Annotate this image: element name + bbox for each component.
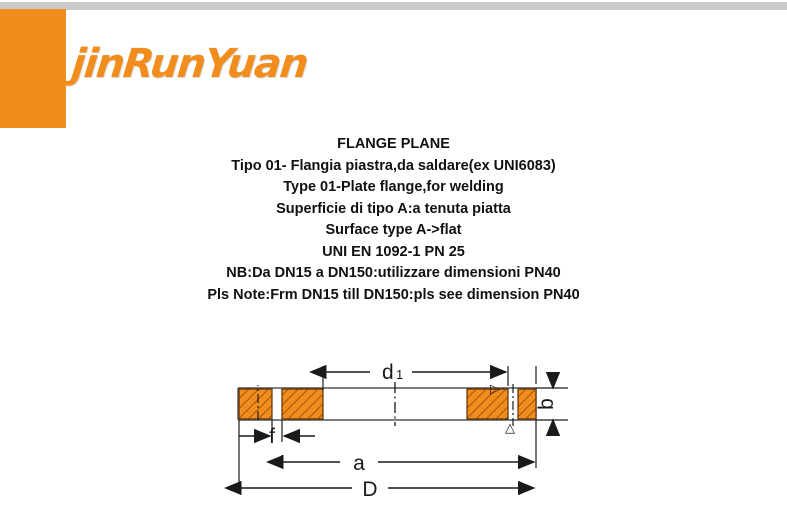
dimension-d1: d 1 ▷ (309, 361, 508, 396)
hatch-block-outer-left (238, 388, 273, 420)
title-line-8: Pls Note:Frm DN15 till DN150:pls see dim… (207, 286, 580, 303)
dimension-f: f (239, 425, 315, 448)
dimension-label-d1: d (382, 361, 394, 384)
title-line-4: Superficie di tipo A:a tenuta piatta (276, 200, 511, 217)
dimension-D: D (224, 478, 536, 501)
hatch-block-inner-right (466, 388, 509, 420)
dimension-label-b: b (535, 398, 558, 410)
marker-delta-group: △ (505, 420, 515, 435)
hatch-block-outer-right (517, 388, 537, 420)
title-line-3: Type 01-Plate flange,for welding (283, 179, 504, 195)
dimension-label-a: a (353, 452, 365, 475)
title-block: FLANGE PLANE Tipo 01- Flangia piastra,da… (0, 134, 787, 306)
title-line-1: FLANGE PLANE (337, 136, 450, 152)
flange-cross-section-drawing: d 1 ▷ b △ f a D (0, 350, 787, 510)
dimension-a: a (266, 452, 536, 475)
dimension-b: b (535, 372, 568, 436)
marker-triangle-delta: △ (505, 420, 515, 435)
brand-color-block (0, 9, 66, 128)
title-line-6: UNI EN 1092-1 PN 25 (322, 243, 465, 260)
title-line-2: Tipo 01- Flangia piastra,da saldare(ex U… (231, 157, 556, 174)
section-hatch-blocks (238, 388, 537, 420)
dimension-label-D: D (362, 478, 377, 501)
marker-triangle-open: ▷ (490, 381, 500, 396)
dimension-label-f: f (269, 425, 275, 448)
dimension-label-d1-subscript: 1 (396, 367, 403, 382)
hatch-block-inner-left (281, 388, 324, 420)
company-logo: jinRunYuan (69, 41, 310, 87)
title-line-5: Surface type A->flat (325, 222, 462, 238)
top-gray-band (0, 2, 787, 10)
title-line-7: NB:Da DN15 a DN150:utilizzare dimensioni… (226, 265, 561, 281)
